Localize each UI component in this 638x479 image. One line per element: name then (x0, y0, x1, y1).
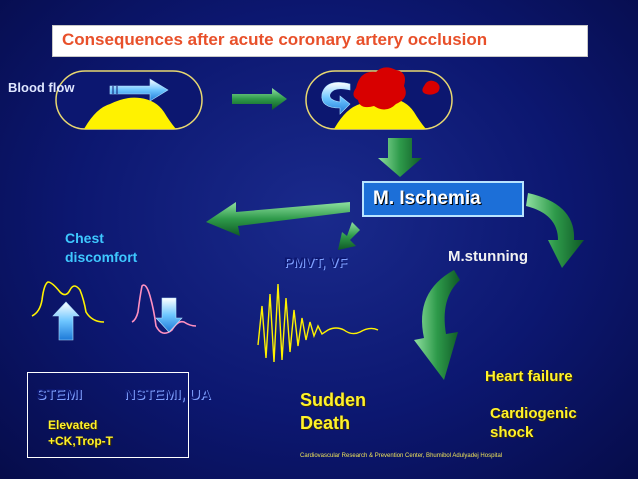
elevated-label-line1: Elevated (48, 418, 98, 432)
stemi-ecg-trace (31, 281, 105, 323)
heart-failure-label: Heart failure (485, 368, 573, 385)
vf-ecg-trace (257, 283, 379, 363)
sudden-death-line1: Sudden (300, 390, 366, 410)
cardiogenic-line2: shock (490, 424, 534, 441)
st-elevation-arrow-icon (52, 301, 80, 341)
arrow-to-arrhythmia-icon (338, 222, 360, 250)
st-depression-arrow-icon (155, 297, 183, 333)
vessel-normal (55, 70, 203, 130)
chest-label-line2: discomfort (65, 249, 138, 265)
thrombus-icon (353, 67, 406, 110)
infarct-type-box (27, 372, 189, 458)
cardiogenic-line1: Cardiogenic (490, 405, 577, 422)
vessel-occluded (305, 67, 453, 130)
curved-arrow-heart-failure-icon (414, 270, 460, 380)
page-title: Consequences after acute coronary artery… (62, 30, 488, 49)
down-arrow-icon (378, 138, 422, 177)
elevated-label-line2: +CK,Trop-T (48, 434, 113, 448)
plaque-shape (84, 97, 176, 129)
plaque-shape (334, 97, 426, 129)
sudden-death-line2: Death (300, 413, 351, 433)
blood-flow-label: Blood flow (8, 80, 75, 95)
footnote: Cardiovascular Research & Prevention Cen… (300, 453, 503, 459)
title-banner (52, 25, 588, 57)
reversed-flow-arrow-icon (321, 82, 351, 115)
pmvt-label: PMVT, VF (284, 254, 348, 270)
chest-label-line1: Chest (65, 230, 104, 246)
emboli-icon (422, 80, 440, 95)
nstemi-label: NSTEMI, UA (124, 386, 211, 403)
ischemia-label: M. Ischemia (373, 188, 481, 209)
stunning-label: M.stunning (448, 248, 528, 265)
nstemi-ecg-trace (131, 284, 197, 334)
stemi-label: STEMI (36, 386, 82, 403)
left-arrow-icon (206, 202, 350, 236)
ischemia-box (362, 181, 524, 217)
progression-arrow-icon (232, 88, 287, 110)
curved-arrow-stunning-icon (526, 193, 584, 268)
